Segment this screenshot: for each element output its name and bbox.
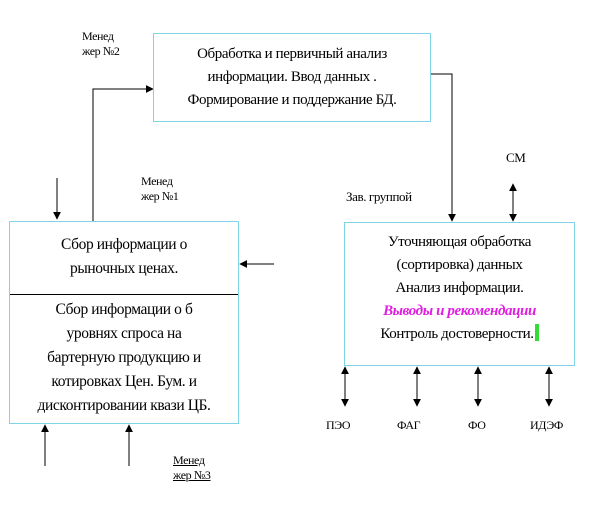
processing-line-1: Обработка и первичный анализ (197, 46, 387, 62)
conclusions-text: Выводы и рекомендации (383, 303, 536, 319)
arrow-left-to-top (92, 85, 154, 221)
reliability-text: Контроль достоверности. (380, 326, 534, 342)
cm-label: СМ (506, 150, 526, 165)
manager-3-line-2: жер №3 (173, 468, 211, 482)
analysis-line-1: Уточняющая обработка (387, 234, 532, 250)
processing-box: Обработка и первичный анализ информации.… (153, 33, 431, 122)
demand-line-2: уровнях спроса на (66, 325, 182, 342)
analysis-box: Уточняющая обработка (сортировка) данных… (344, 222, 575, 366)
manager-2-label: Менед жер №2 (82, 29, 120, 59)
demand-line-1: Сбор информации о б (55, 301, 193, 318)
peo-label: ПЭО (326, 418, 351, 432)
demand-line-4: котировках Цен. Бум. и (51, 373, 197, 390)
manager-3-line-1: Менед (173, 453, 205, 467)
processing-line-2: информации. Ввод данных . (207, 69, 377, 85)
demand-line-3: бартерную продукцию и (47, 349, 201, 366)
collection-box: Сбор информации о рыночных ценах. Сбор и… (9, 221, 239, 424)
manager-1-line-1: Менед (141, 174, 173, 188)
market-prices-line-2: рыночных ценах. (70, 260, 178, 277)
fo-label: ФО (468, 418, 486, 432)
manager-1-line-2: жер №1 (141, 189, 179, 203)
analysis-line-2: (сортировка) данных (396, 257, 523, 273)
text-cursor (534, 324, 539, 341)
demand-section: Сбор информации о б уровнях спроса на ба… (10, 295, 238, 418)
group-head-label: Зав. группой (346, 189, 412, 204)
demand-line-5: дисконтировании квази ЦБ. (37, 397, 211, 414)
analysis-last-line: Контроль достоверности. (345, 323, 574, 346)
manager-2-line-2: жер №2 (82, 44, 120, 58)
idef-label: ИДЭФ (530, 418, 564, 432)
market-prices-section: Сбор информации о рыночных ценах. (10, 222, 238, 295)
market-prices-line-1: Сбор информации о (61, 236, 187, 253)
analysis-line-3: Анализ информации. (395, 280, 524, 296)
processing-line-3: Формирование и поддержание БД. (187, 92, 397, 108)
arrow-top-to-right (431, 73, 456, 222)
fag-label: ФАГ (397, 418, 421, 432)
manager-1-label: Менед жер №1 (141, 174, 179, 204)
manager-2-line-1: Менед (82, 29, 114, 43)
manager-3-label: Менед жер №3 (173, 453, 211, 483)
